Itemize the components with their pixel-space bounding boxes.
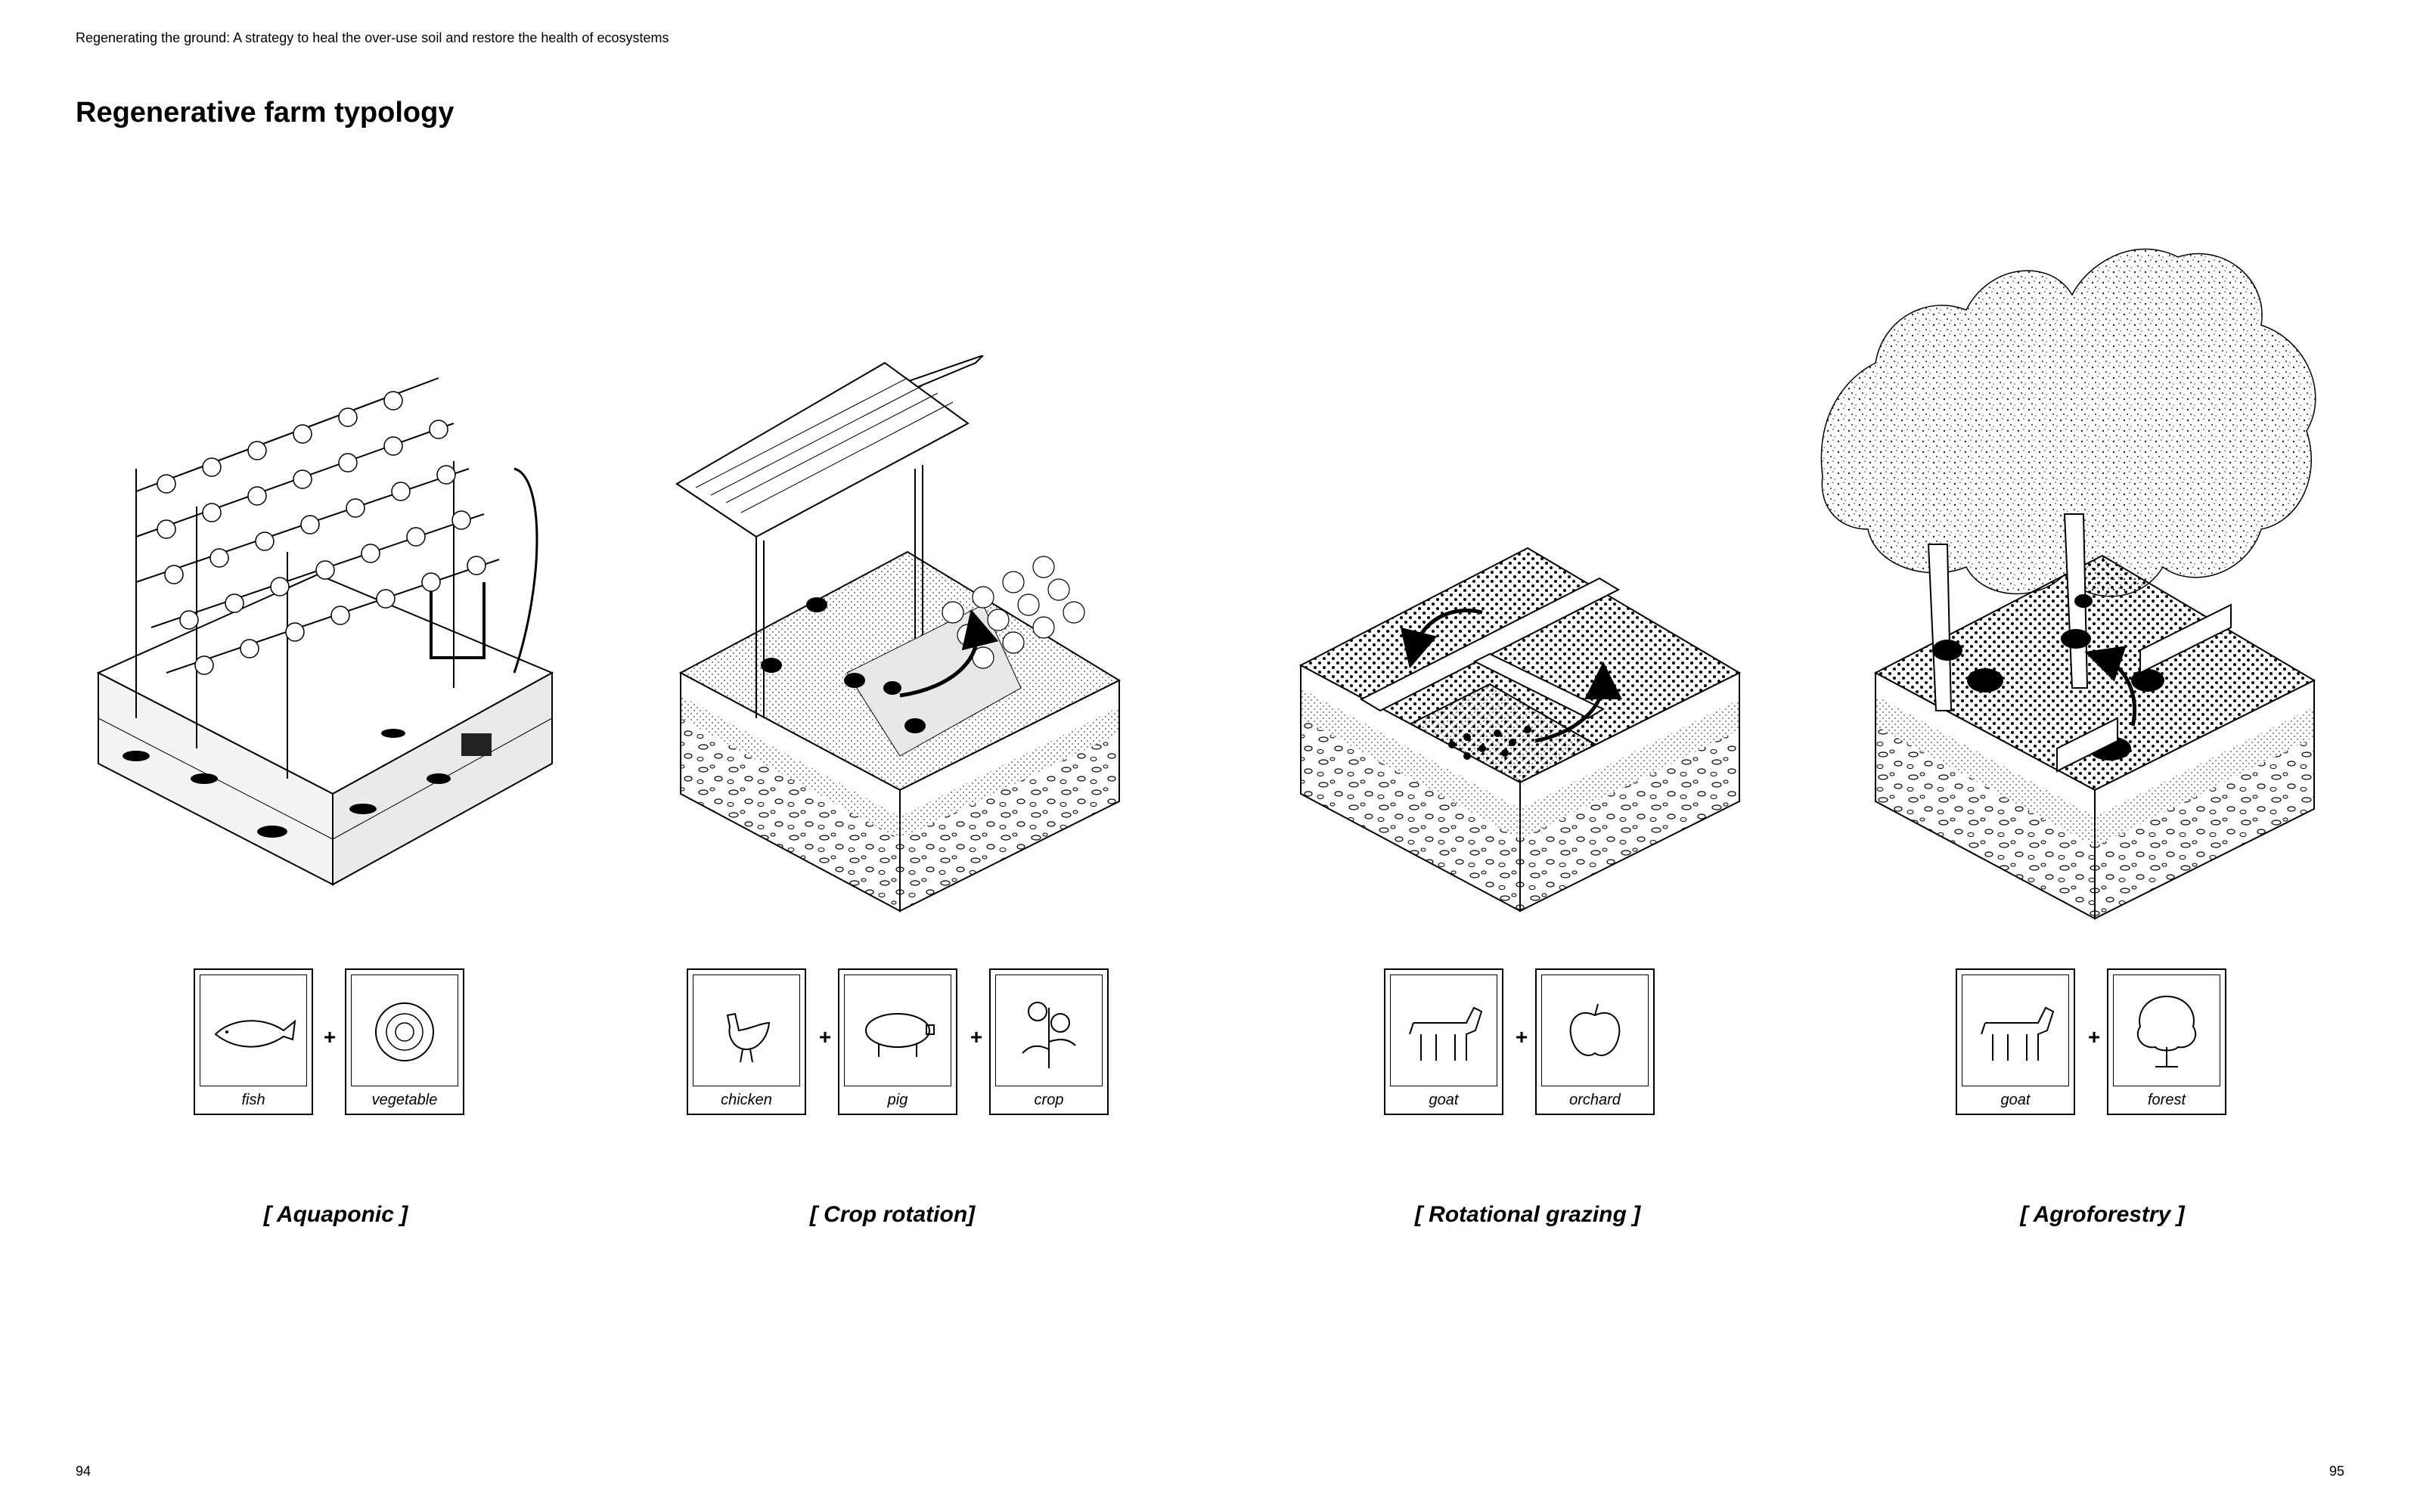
typology-label-crop-rotation: [ Crop rotation] <box>703 1202 1081 1228</box>
apple-icon <box>1542 975 1648 1086</box>
rotational-grazing-illustration <box>1286 529 1754 922</box>
card-label: goat <box>1957 1092 2074 1109</box>
typology-label-rotational-grazing: [ Rotational grazing ] <box>1339 1202 1717 1228</box>
card-label: pig <box>839 1092 956 1109</box>
crop-rotation-illustration <box>666 355 1134 922</box>
card-label: orchard <box>1537 1092 1653 1109</box>
page-number-left: 94 <box>76 1464 91 1479</box>
card-label: chicken <box>688 1092 805 1109</box>
fish-icon <box>200 975 306 1086</box>
card-fish: fish <box>194 968 313 1115</box>
plus-sign: + <box>2083 1025 2105 1049</box>
plus-sign: + <box>318 1025 341 1049</box>
card-orchard: orchard <box>1535 968 1655 1115</box>
tree-icon <box>2114 975 2220 1086</box>
card-goat: goat <box>1384 968 1503 1115</box>
plus-sign: + <box>814 1025 836 1049</box>
cabbage-icon <box>352 975 458 1086</box>
page-number-right: 95 <box>2329 1464 2344 1479</box>
page-title: Regenerative farm typology <box>76 97 454 129</box>
plus-sign: + <box>1510 1025 1533 1049</box>
typology-label-agroforestry: [ Agroforestry ] <box>1913 1202 2291 1228</box>
goat-icon <box>1391 975 1497 1086</box>
pig-icon <box>845 975 951 1086</box>
card-label: vegetable <box>346 1092 463 1109</box>
card-pig: pig <box>838 968 957 1115</box>
card-goat: goat <box>1956 968 2075 1115</box>
chicken-icon <box>693 975 799 1086</box>
card-label: fish <box>195 1092 312 1109</box>
typology-label-aquaponic: [ Aquaponic ] <box>147 1202 525 1228</box>
plus-sign: + <box>965 1025 988 1049</box>
agroforestry-illustration <box>1815 227 2344 922</box>
goat-icon <box>1962 975 2068 1086</box>
page-subtitle: Regenerating the ground: A strategy to h… <box>76 30 669 46</box>
card-label: forest <box>2108 1092 2225 1109</box>
card-crop: crop <box>989 968 1109 1115</box>
card-vegetable: vegetable <box>345 968 464 1115</box>
card-chicken: chicken <box>687 968 806 1115</box>
card-label: crop <box>991 1092 1107 1109</box>
card-forest: forest <box>2107 968 2226 1115</box>
card-label: goat <box>1385 1092 1502 1109</box>
aquaponic-illustration <box>91 355 560 900</box>
crop-plant-icon <box>996 975 1102 1086</box>
